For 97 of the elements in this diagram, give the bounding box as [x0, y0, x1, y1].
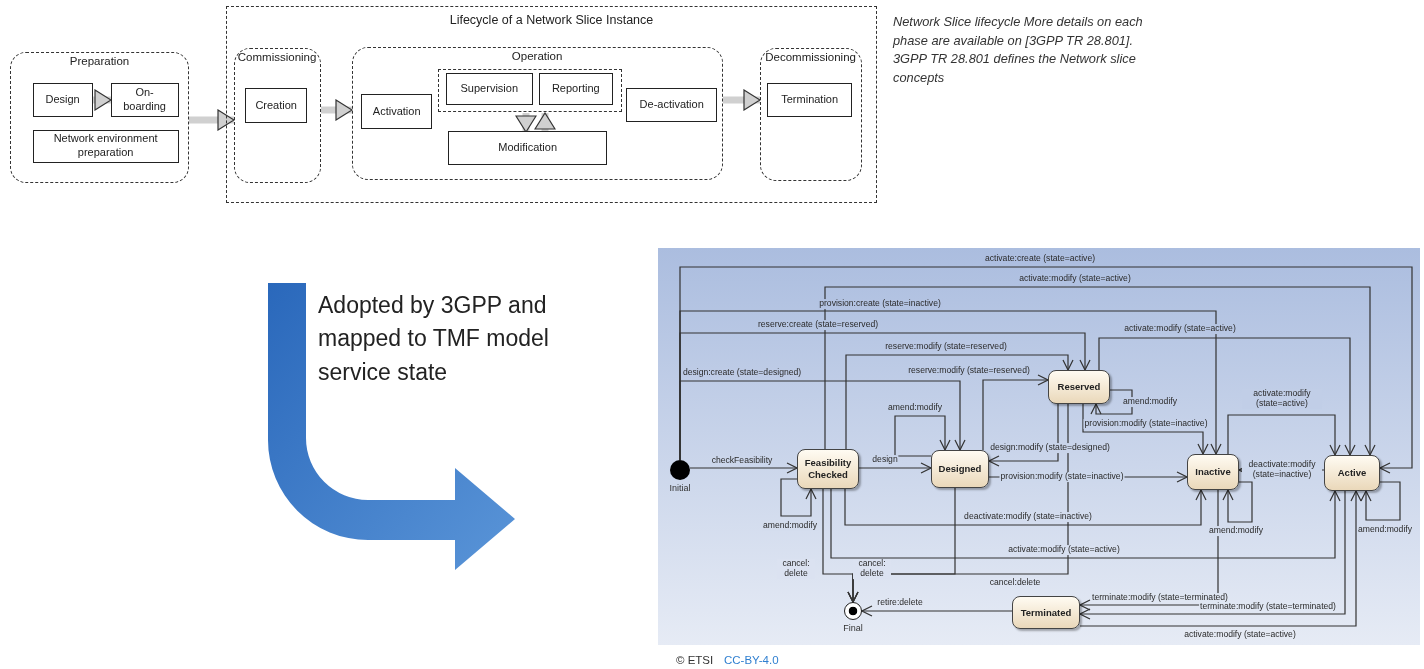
edge-label: activate:create (state=active)	[983, 254, 1097, 264]
process-box	[448, 131, 608, 166]
process-box	[361, 94, 433, 130]
state-box	[1324, 455, 1380, 491]
phase-group	[351, 46, 723, 180]
box-label: Activation	[372, 104, 421, 119]
edge-label: design	[871, 455, 899, 465]
edge-label: cancel: delete	[853, 559, 891, 579]
transition-arrow	[1227, 414, 1341, 456]
edge-label: design:modify (state=designed)	[989, 443, 1111, 453]
edge-label: activate:modify (state=active)	[1123, 324, 1237, 334]
transition-arrow	[861, 605, 1013, 617]
edge-label: activate:modify (state=active)	[1007, 545, 1121, 555]
edge-label: provision:modify (state=inactive)	[1083, 419, 1209, 429]
box-label: Network environment preparation	[52, 132, 159, 160]
phase-group	[10, 52, 189, 183]
phase-group	[759, 47, 862, 181]
edge-label: amend:modify	[887, 403, 943, 413]
process-box	[767, 83, 853, 118]
edge-label: design:create (state=designed)	[681, 368, 803, 378]
edge-label: reserve:modify (state=reserved)	[907, 366, 1031, 376]
box-label: On-boarding	[122, 85, 167, 114]
edge-label: activate:modify (state=active)	[1018, 274, 1132, 284]
license-link: CC-BY-4.0	[724, 654, 779, 666]
edge-label: reserve:create (state=reserved)	[756, 320, 880, 330]
state-label: Feasibility Checked	[803, 457, 853, 481]
edge-label: activate:modify (state=active)	[1183, 630, 1297, 640]
edge-label: terminate:modify (state=terminated)	[1199, 602, 1337, 612]
annotation-text: Adopted by 3GPP and mapped to TMF model service state	[318, 291, 550, 387]
group-title: Lifecycle of a Network Slice Instance	[449, 13, 654, 27]
group-title: Operation	[511, 49, 563, 62]
state-label: Inactive	[1195, 466, 1231, 478]
state-box	[1012, 596, 1080, 629]
caption-note: Network Slice lifecycle More details on each phase are available on [3GPP TR 28.801]. 3GPP TR 28.801 defines the Network slice concepts	[893, 13, 1144, 87]
block-arrow	[515, 113, 537, 133]
box-label: Design	[45, 92, 80, 107]
process-box	[626, 88, 718, 123]
transition-arrow	[845, 354, 1074, 450]
edge-label: cancel:delete	[988, 578, 1042, 588]
group-frame	[438, 69, 623, 113]
state-label: Active	[1337, 467, 1367, 479]
transition-arrow	[824, 286, 1376, 456]
box-label: Modification	[498, 141, 558, 156]
process-box	[445, 72, 533, 105]
copyright-text: © ETSI	[676, 654, 714, 666]
edge-label: retire:delete	[876, 598, 924, 608]
state-label: Designed	[938, 463, 982, 475]
edge-label: terminate:modify (state=terminated)	[1091, 593, 1229, 603]
process-box	[245, 88, 308, 124]
group-frame	[226, 6, 877, 203]
transition-arrow	[844, 488, 1207, 526]
phase-group	[233, 47, 321, 183]
edge-label: reserve:modify (state=reserved)	[884, 342, 1008, 352]
state-label: Reserved	[1057, 381, 1101, 393]
group-title: Decommissioning	[765, 50, 856, 63]
box-label: Creation	[255, 98, 297, 113]
transition-arrow	[1090, 389, 1133, 415]
transition-arrow	[1222, 481, 1253, 523]
transition-arrow	[858, 462, 932, 474]
edge-label: provision:create (state=inactive)	[818, 299, 942, 309]
group-title: Preparation	[69, 55, 130, 67]
process-box	[32, 129, 179, 163]
state-box	[1187, 454, 1239, 490]
box-label: Termination	[781, 93, 839, 108]
state-box	[931, 450, 989, 488]
block-arrow	[93, 89, 112, 111]
state-box	[1048, 370, 1110, 404]
transition-arrow	[780, 478, 817, 517]
transition-arrow	[1360, 481, 1401, 521]
transition-arrow	[1082, 403, 1209, 455]
box-label: Reporting	[551, 81, 600, 96]
edge-label: provision:modify (state=inactive)	[999, 472, 1125, 482]
transition-arrow	[1098, 337, 1356, 456]
transition-arrow	[982, 374, 1049, 451]
edge-label: checkFeasibility	[710, 456, 774, 466]
transition-arrow	[988, 403, 1059, 467]
process-box	[110, 82, 179, 117]
block-arrow	[534, 112, 556, 132]
edge-label: deactivate:modify (state=inactive)	[963, 512, 1093, 522]
state-box	[797, 449, 859, 489]
transition-arrow	[894, 415, 951, 457]
box-label: Supervision	[460, 81, 518, 96]
edge-label: deactivate:modify (state=inactive)	[1242, 460, 1322, 480]
edge-label: amend:modify	[762, 521, 818, 531]
edge-label: amend:modify	[1122, 397, 1178, 407]
edge-label: amend:modify	[1208, 526, 1264, 536]
transition-arrow	[689, 462, 798, 474]
group-title: Commissioning	[237, 50, 317, 63]
state-caption: Initial	[669, 483, 691, 493]
state-caption: Final	[843, 623, 863, 633]
state-label: Terminated	[1020, 606, 1072, 619]
transition-arrow	[679, 266, 1413, 474]
edge-label: amend:modify	[1357, 525, 1413, 535]
process-box	[538, 72, 613, 105]
box-label: De-activation	[639, 98, 704, 113]
transition-arrow	[830, 488, 1341, 559]
process-box	[32, 82, 93, 117]
